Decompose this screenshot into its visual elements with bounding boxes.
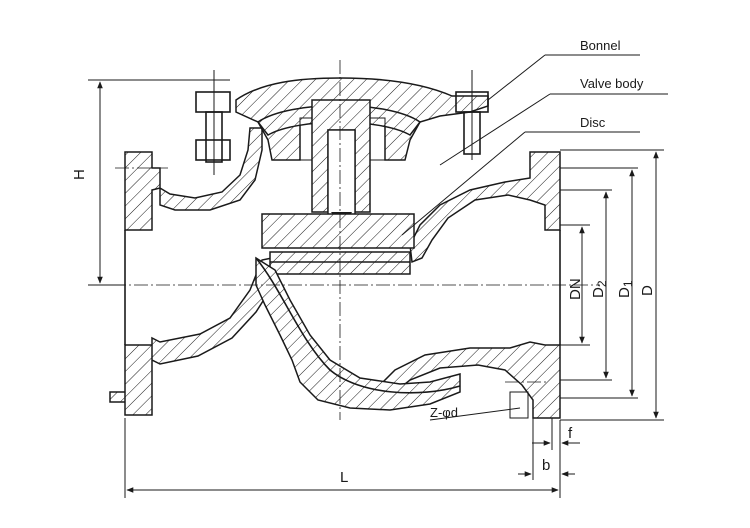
dimension-D1: D1	[560, 167, 638, 399]
dimension-b: b	[518, 418, 575, 480]
dimension-f-label: f	[568, 425, 573, 442]
dimension-D2: D2	[560, 189, 612, 381]
bonnet-bolt-left	[195, 70, 231, 175]
disc	[261, 213, 415, 275]
dimension-L: L	[124, 418, 561, 498]
dimension-f: f	[532, 418, 580, 450]
left-flange	[109, 127, 279, 416]
bolt-hole-label: Z-φd	[430, 405, 458, 420]
leader-valve-body: Valve body	[439, 76, 668, 166]
centerlines	[90, 60, 600, 420]
label-valve-body: Valve body	[580, 76, 644, 91]
label-disc: Disc	[580, 115, 606, 130]
dimension-D: D	[560, 149, 664, 421]
dimension-D1-label: D1	[616, 280, 635, 298]
dimension-D2-label: D2	[590, 280, 609, 298]
bonnet-bolt-right	[455, 70, 489, 160]
dimension-H: H	[71, 79, 230, 286]
label-bonnel: Bonnel	[580, 38, 621, 53]
dimension-L-label: L	[340, 469, 348, 486]
dimension-D-label: D	[639, 285, 656, 296]
dimension-DN-label: DN	[567, 278, 584, 300]
leader-bonnel: Bonnel	[487, 38, 640, 101]
dimension-DN: DN	[560, 224, 590, 346]
valve-body-lower	[255, 256, 461, 411]
bolt-hole-note: Z-φd	[429, 391, 529, 421]
dimension-b-label: b	[542, 457, 550, 474]
dimension-H-label: H	[71, 169, 88, 180]
leader-disc: Disc	[401, 115, 640, 236]
disc-stem	[311, 99, 371, 220]
